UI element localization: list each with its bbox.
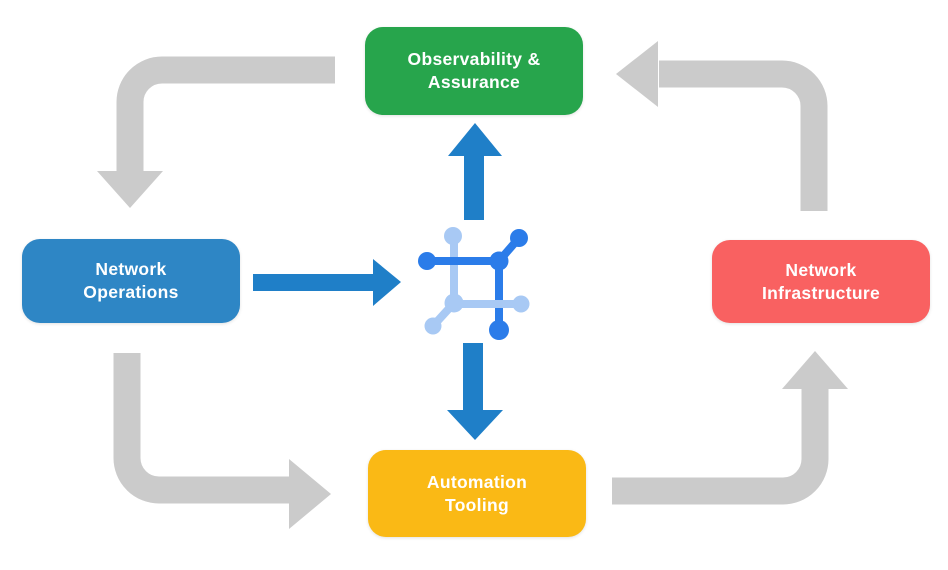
box-operations-label-line2: Operations xyxy=(83,282,179,302)
arrow-operations-to-icon-shaft xyxy=(253,274,375,291)
arrow-infrastructure-to-observability xyxy=(616,41,828,211)
arrow-operations-to-icon xyxy=(253,259,401,306)
mesh-node-bottom xyxy=(489,320,509,340)
box-automation-label-line2: Tooling xyxy=(445,494,509,515)
arrow-observability-to-operations-head xyxy=(97,171,163,208)
box-network-infrastructure: Network Infrastructure xyxy=(712,240,930,323)
mesh-node-bottom-left xyxy=(424,317,442,335)
mesh-node-top xyxy=(444,227,462,245)
mesh-node-corner-bottom-left xyxy=(444,293,464,313)
arrow-operations-to-automation xyxy=(113,353,331,529)
arrow-observability-to-operations xyxy=(97,56,335,208)
mesh-node-right xyxy=(512,295,530,313)
arrow-operations-to-automation-shaft xyxy=(113,353,290,504)
mesh-node-corner-top-right xyxy=(489,251,509,271)
arrow-operations-to-automation-head xyxy=(289,459,331,529)
arrow-automation-to-infrastructure xyxy=(612,351,848,505)
arrow-automation-to-infrastructure-shaft xyxy=(612,389,829,505)
arrow-icon-to-observability-shaft xyxy=(464,154,484,220)
arrow-infrastructure-to-observability-head xyxy=(616,41,658,107)
arrow-infrastructure-to-observability-shaft xyxy=(659,60,828,211)
arrow-icon-to-automation-shaft xyxy=(463,343,483,412)
mesh-node-top-right xyxy=(510,229,528,247)
box-infrastructure-label-line2: Infrastructure xyxy=(762,282,880,303)
box-infrastructure-label-line1: Network xyxy=(785,259,857,280)
arrow-icon-to-observability-head xyxy=(448,123,502,156)
box-operations-label-line1: Network xyxy=(95,259,167,279)
arrow-icon-to-automation xyxy=(447,343,503,440)
arrow-operations-to-icon-head xyxy=(373,259,401,306)
arrow-observability-to-operations-shaft xyxy=(116,56,335,173)
mesh-node-left xyxy=(418,252,436,270)
box-observability-assurance: Observability & Assurance xyxy=(365,27,583,115)
box-observability-label-line2: Assurance xyxy=(427,72,521,92)
box-observability-label-line1: Observability & xyxy=(407,49,541,69)
network-mesh-icon xyxy=(418,227,530,340)
arrow-icon-to-observability xyxy=(448,123,502,220)
arrow-automation-to-infrastructure-head xyxy=(782,351,848,389)
arrow-icon-to-automation-head xyxy=(447,410,503,440)
box-automation-tooling: Automation Tooling xyxy=(368,450,586,537)
box-network-operations: Network Operations xyxy=(22,239,240,323)
box-automation-label-line1: Automation xyxy=(426,471,528,492)
